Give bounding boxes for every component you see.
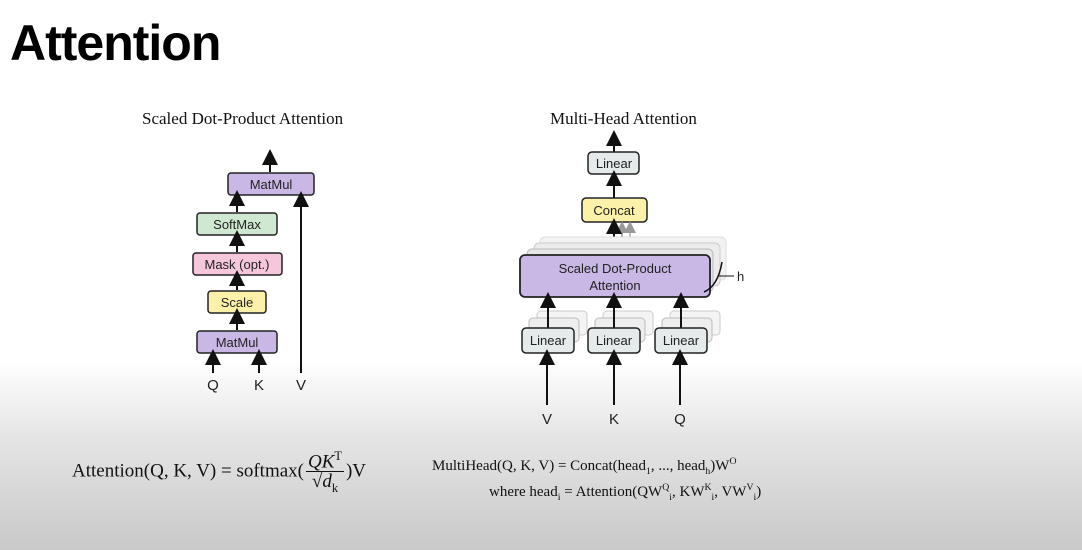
attention-formula-denominator: √d bbox=[311, 471, 332, 493]
multihead-line2-eq: = Attention(QW bbox=[560, 484, 663, 500]
multihead-line2-k-mid: , KW bbox=[671, 484, 705, 500]
mha-attention-label-line2: Attention bbox=[589, 278, 640, 293]
mha-diagram: Linear Concat Scaled Dot-Product Attenti… bbox=[519, 130, 744, 428]
mha-heads-label: h bbox=[737, 269, 744, 284]
sdpa-diagram: MatMul SoftMax Mask (opt.) Scale MatMul … bbox=[192, 149, 315, 394]
attention-formula: Attention(Q, K, V) = softmax(QKT√dk)V bbox=[72, 450, 366, 494]
multihead-line2-q-sup: Q bbox=[662, 482, 670, 493]
mha-linear-q-label: Linear bbox=[663, 333, 700, 348]
sdpa-matmul-top-box bbox=[227, 172, 315, 196]
attention-formula-numerator: QK bbox=[308, 451, 335, 473]
sdpa-input-q: Q bbox=[207, 377, 219, 394]
sdpa-matmul-bottom-label: MatMul bbox=[216, 335, 259, 350]
multihead-line1-sup: O bbox=[729, 456, 737, 467]
mha-linear-v-label: Linear bbox=[530, 333, 567, 348]
multihead-formula-line1: MultiHead(Q, K, V) = Concat(head1, ..., … bbox=[432, 456, 737, 477]
sdpa-matmul-bottom-box bbox=[196, 330, 278, 354]
multihead-line1-sub1: 1 bbox=[645, 466, 651, 477]
multihead-formula-line2: where headi = Attention(QWQi, KWKi, VWVi… bbox=[489, 482, 761, 503]
attention-formula-denominator-sub: k bbox=[331, 481, 339, 496]
multihead-line2-end: ) bbox=[756, 484, 762, 500]
multihead-line1-mid: , ..., head bbox=[650, 458, 706, 474]
mha-input-k: K bbox=[609, 411, 619, 428]
multihead-line2-k-sup: K bbox=[704, 482, 712, 493]
mha-linear-top-label: Linear bbox=[596, 156, 633, 171]
multihead-line1-sub2: h bbox=[705, 466, 711, 477]
multihead-line2-v-sup: V bbox=[746, 482, 754, 493]
sdpa-mask-label: Mask (opt.) bbox=[204, 257, 269, 272]
scaled-dot-product-title: Scaled Dot-Product Attention bbox=[142, 109, 344, 128]
sdpa-scale-label: Scale bbox=[221, 295, 254, 310]
attention-formula-rhs: )V bbox=[345, 460, 367, 482]
multihead-line2-sub-i: i bbox=[557, 492, 561, 503]
slide-title: Attention bbox=[10, 15, 221, 71]
multihead-line2-text: where head bbox=[489, 484, 558, 500]
sdpa-input-k: K bbox=[254, 377, 264, 394]
mha-heads-bracket bbox=[703, 261, 723, 293]
attention-formula-lhs: Attention(Q, K, V) = softmax( bbox=[72, 460, 304, 482]
multihead-line2-k-sub: i bbox=[711, 492, 715, 503]
sdpa-softmax-label: SoftMax bbox=[213, 217, 261, 232]
mha-attention-label-line1: Scaled Dot-Product bbox=[559, 261, 672, 276]
sdpa-input-v: V bbox=[296, 377, 306, 394]
multihead-line1-end: )W bbox=[710, 458, 730, 474]
multihead-line1-text: MultiHead(Q, K, V) = Concat(head bbox=[432, 458, 646, 474]
multihead-line2-v-mid: , VW bbox=[714, 484, 747, 500]
multihead-line2-q-sub: i bbox=[669, 492, 672, 503]
mha-concat-label: Concat bbox=[593, 203, 635, 218]
mha-input-v: V bbox=[542, 411, 552, 428]
mha-linear-k-label: Linear bbox=[596, 333, 633, 348]
mha-input-q: Q bbox=[674, 411, 686, 428]
attention-formula-numerator-sup: T bbox=[334, 449, 342, 463]
multihead-line2-v-sub: i bbox=[753, 492, 757, 503]
multi-head-title: Multi-Head Attention bbox=[550, 109, 697, 128]
sdpa-matmul-top-label: MatMul bbox=[250, 177, 293, 192]
attention-formula-fraction: QKT√dk bbox=[306, 450, 344, 494]
